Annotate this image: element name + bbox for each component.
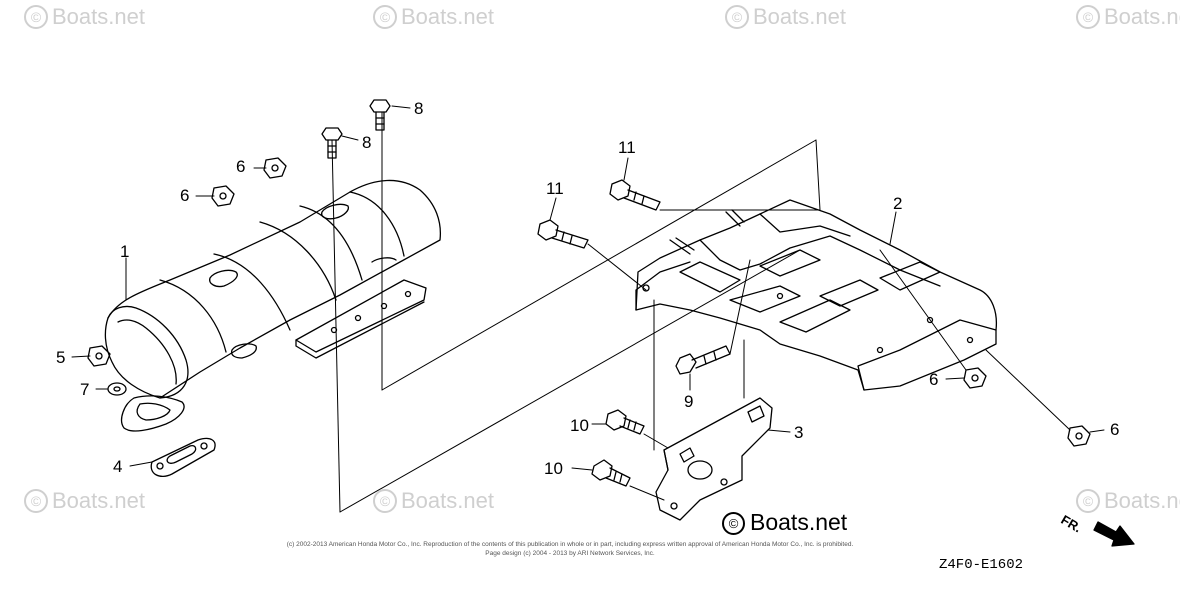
bolt-11-lower	[537, 219, 589, 249]
bolt-9	[675, 345, 731, 375]
callout-10[interactable]: 10	[544, 459, 563, 478]
callout-6[interactable]: 6	[929, 370, 939, 389]
watermark: ©Boats.net	[24, 488, 145, 514]
watermark: ©Boats.net	[725, 4, 846, 30]
callout-11[interactable]: 11	[618, 138, 636, 157]
callout-1[interactable]: 1	[120, 242, 130, 261]
base-shield-part	[635, 199, 998, 391]
watermark: ©Boats.net	[373, 488, 494, 514]
washer-7	[107, 382, 127, 396]
nut-6-a	[263, 157, 287, 179]
callout-4[interactable]: 4	[113, 457, 123, 476]
leader-lines	[71, 105, 1105, 471]
gasket-part	[150, 437, 216, 477]
copyright-line: (c) 2002-2013 American Honda Motor Co., …	[286, 541, 854, 548]
watermark: ©Boats.net	[24, 4, 145, 30]
nut-6-d	[1067, 425, 1091, 447]
watermark: ©Boats.net	[1076, 488, 1180, 514]
callout-5[interactable]: 5	[56, 348, 66, 367]
bracket-plate-part	[655, 397, 773, 521]
bolt-11-upper	[609, 179, 661, 211]
diagram-code: Z4F0-E1602	[939, 557, 1024, 573]
front-direction-arrow-icon	[1093, 521, 1135, 547]
nut-6-b	[211, 185, 235, 207]
callout-6[interactable]: 6	[180, 186, 190, 205]
watermark: ©Boats.net	[373, 4, 494, 30]
bolt-8-top	[369, 99, 391, 131]
callout-9[interactable]: 9	[684, 392, 694, 411]
alignment-lines	[331, 111, 1071, 513]
callout-2[interactable]: 2	[893, 194, 903, 213]
callout-3[interactable]: 3	[794, 423, 804, 442]
callout-6[interactable]: 6	[236, 157, 246, 176]
copyright-notice: (c) 2002-2013 American Honda Motor Co., …	[150, 540, 990, 558]
watermark: ©Boats.net	[1076, 4, 1180, 30]
callout-10[interactable]: 10	[570, 416, 589, 435]
nut-6-c	[963, 367, 987, 389]
callout-8[interactable]: 8	[362, 133, 372, 152]
muffler-protector-part	[104, 179, 442, 432]
bolt-10-upper	[605, 409, 645, 435]
callout-6[interactable]: 6	[1110, 420, 1120, 439]
callout-8[interactable]: 8	[414, 99, 424, 118]
boats-net-logo: ©Boats.net	[722, 509, 847, 536]
callout-11[interactable]: 11	[546, 179, 564, 198]
copyright-line: Page design (c) 2004 - 2013 by ARI Netwo…	[485, 550, 655, 557]
callout-7[interactable]: 7	[80, 380, 90, 399]
bolt-10-lower	[591, 459, 631, 487]
nut-5	[87, 345, 111, 367]
